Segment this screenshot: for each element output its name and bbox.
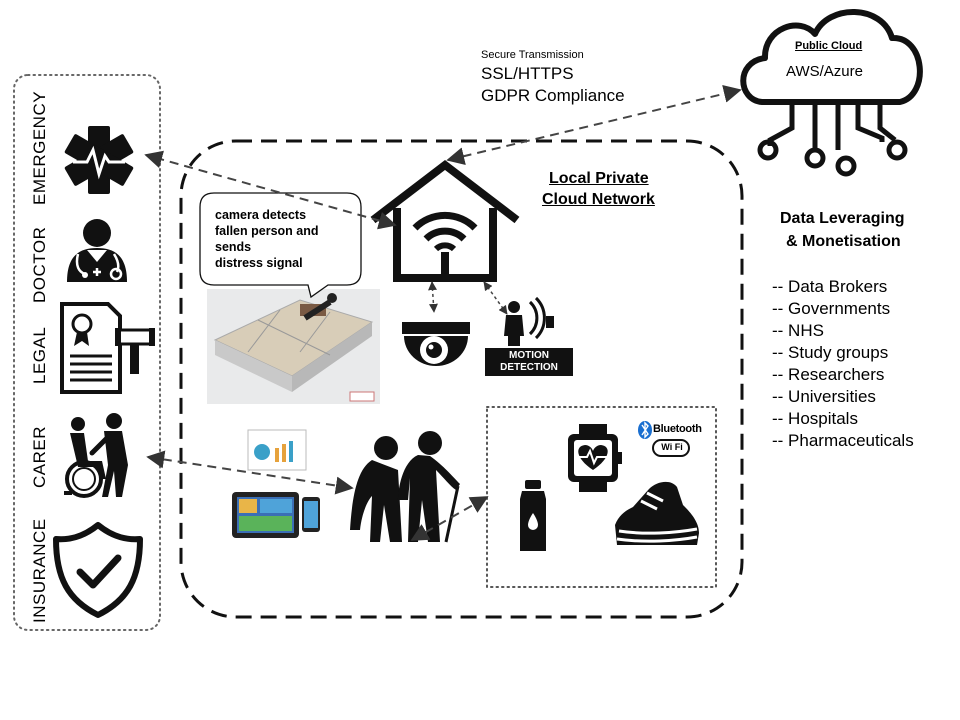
arrow-home-to-motion [483,281,508,315]
running-shoe-icon [615,481,699,545]
motion-label-line2: DETECTION [500,362,558,373]
callout-line-3: sends [215,240,252,254]
list-item: -- Data Brokers [772,277,888,296]
star-of-life-icon [64,126,134,194]
elderly-couple-icon [350,431,460,543]
service-label-doctor: DOCTOR [30,226,49,303]
local-network-title-line2: Cloud Network [542,191,655,208]
wifi-badge-icon [652,439,690,457]
motion-detection-label-bg [485,348,573,376]
monetisation-title-line1: Data Leveraging [780,210,905,227]
service-label-carer: CARER [30,425,49,488]
list-item: -- Study groups [772,343,889,362]
apartment-render-image [207,289,380,404]
smartwatch-heart-icon [568,424,622,492]
list-item: -- Governments [772,299,891,318]
dome-camera-icon [402,322,470,366]
sensor-arrows [428,281,508,315]
arrow-carer-to-elderly [146,450,354,495]
list-item: -- Universities [772,387,876,406]
bluetooth-label: Bluetooth [653,423,702,435]
motion-sensor-icon [504,296,554,346]
list-item: -- NHS [772,321,824,340]
arrow-home-to-emergency [144,150,397,230]
connector-arrows [144,85,742,541]
callout-line-2: fallen person and [215,224,319,238]
water-bottle-icon [520,480,546,551]
shield-check-icon [53,522,143,618]
arrow-home-to-camera [428,281,438,313]
legal-document-gavel-icon [60,302,155,394]
monetisation-title-line2: & Monetisation [786,233,901,250]
cloud-subtitle: AWS/Azure [786,63,863,80]
wifi-label: Wi Fi [661,442,683,452]
callout-text: camera detects fallen person and sends d… [215,207,355,271]
monetisation-list: -- Data Brokers -- Governments -- NHS --… [772,276,914,452]
list-item: -- Hospitals [772,409,858,428]
bluetooth-icon [638,421,652,439]
callout-line-1: camera detects [215,208,307,222]
transmission-line-ssl: SSL/HTTPS [481,64,574,83]
list-item: -- Researchers [772,365,885,384]
motion-label-line1: MOTION [509,350,549,361]
motion-detection-label: MOTION DETECTION [485,350,573,374]
local-network-title-line1: Local Private [549,170,649,187]
services-panel [13,74,161,631]
doctor-icon [67,219,127,282]
service-label-legal: LEGAL [30,326,49,384]
callout-line-4: distress signal [215,256,303,270]
list-item: -- Pharmaceuticals [772,431,914,450]
transmission-line-gdpr: GDPR Compliance [481,86,625,105]
transmission-heading: Secure Transmission [481,49,584,61]
arrow-home-to-cloud [446,85,742,165]
smart-home-wifi-icon [370,159,520,282]
cloud-title: Public Cloud [795,40,863,52]
carer-wheelchair-icon [64,413,128,498]
cloud-circuit-icon [740,9,923,177]
dashboard-devices-image [232,429,320,538]
service-label-insurance: INSURANCE [30,518,49,623]
service-label-emergency: EMERGENCY [30,90,49,205]
